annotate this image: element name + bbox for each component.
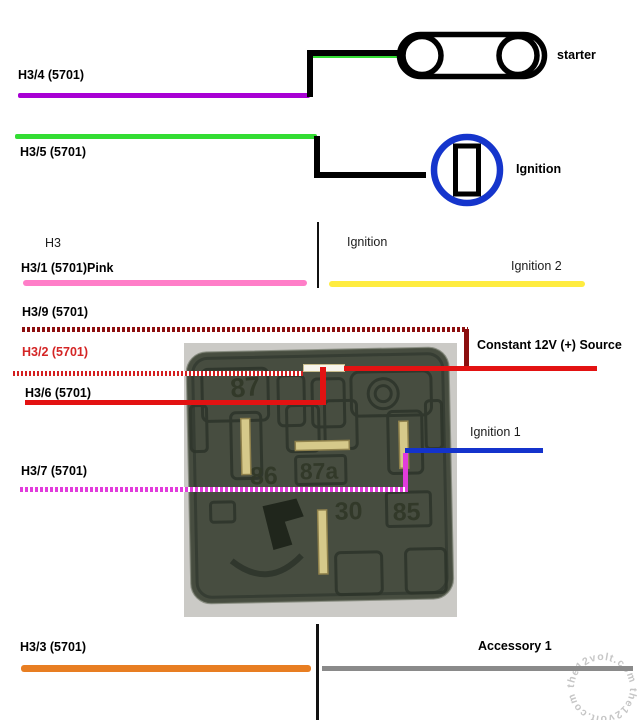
wire-h3-9-darkred-dashed bbox=[22, 327, 468, 332]
relay-body: 87 86 87a 30 85 bbox=[185, 346, 455, 605]
divider-line-bottom bbox=[316, 624, 319, 720]
relay-blade-30 bbox=[316, 509, 329, 575]
wire-h3-1-pink bbox=[23, 280, 307, 286]
wire-accessory-1-gray bbox=[322, 666, 633, 671]
wire-ignition-black-vertical bbox=[314, 136, 320, 178]
label-ignition-header: Ignition bbox=[347, 235, 388, 249]
relay-pin-label-30: 30 bbox=[334, 497, 362, 526]
watermark-text: the12volt.com the12volt.com bbox=[565, 651, 638, 720]
svg-text:the12volt.com the12volt.com: the12volt.com the12volt.com bbox=[565, 651, 639, 720]
label-accessory-1: Accessory 1 bbox=[478, 639, 552, 653]
relay-blade-87a bbox=[294, 439, 351, 452]
label-h3-2: H3/2 (5701) bbox=[22, 345, 89, 359]
wire-h3-4-purple bbox=[18, 93, 310, 98]
ignition-symbol bbox=[430, 133, 504, 207]
label-h3-3: H3/3 (5701) bbox=[20, 640, 87, 654]
divider-line-top bbox=[317, 222, 319, 288]
wire-h3-6-red bbox=[25, 400, 326, 405]
label-starter: starter bbox=[557, 48, 596, 62]
wire-h3-9-darkred-vertical bbox=[464, 329, 469, 367]
watermark-logo: the12volt.com the12volt.com bbox=[565, 651, 639, 720]
label-ignition-2: Ignition 2 bbox=[511, 259, 562, 273]
wire-h3-3-orange bbox=[21, 665, 311, 672]
wire-h3-7-magenta-vertical bbox=[403, 453, 408, 490]
wire-ignition-black-horizontal bbox=[314, 172, 426, 178]
wire-h3-5-green bbox=[15, 134, 317, 139]
wire-h3-7-magenta-dotted bbox=[20, 487, 408, 492]
label-ignition-1: Ignition 1 bbox=[470, 425, 521, 439]
relay-pin-label-87a: 87a bbox=[300, 458, 339, 485]
wire-h3-2-red-dotted bbox=[13, 371, 303, 376]
label-h3-9: H3/9 (5701) bbox=[22, 305, 89, 319]
label-h3-7: H3/7 (5701) bbox=[21, 464, 88, 478]
label-h3-6: H3/6 (5701) bbox=[25, 386, 92, 400]
relay-pin-label-87: 87 bbox=[229, 371, 262, 404]
relay-blade-86 bbox=[239, 417, 252, 476]
relay-diode-mark bbox=[262, 498, 304, 550]
wire-starter-black-horizontal bbox=[307, 50, 399, 56]
wire-starter-black-vertical bbox=[307, 50, 313, 97]
relay-pin-label-85: 85 bbox=[392, 498, 420, 527]
wire-ignition-1-blue bbox=[405, 448, 543, 453]
relay-pin-label-86: 86 bbox=[250, 462, 278, 491]
label-h3-header: H3 bbox=[45, 236, 61, 250]
label-constant-12v: Constant 12V (+) Source bbox=[477, 338, 622, 352]
wire-constant-12v-red bbox=[344, 366, 597, 371]
wire-ignition-2-yellow bbox=[329, 281, 585, 287]
wire-h3-6-red-vertical bbox=[320, 367, 326, 404]
label-h3-5: H3/5 (5701) bbox=[20, 145, 87, 159]
label-ignition-device: Ignition bbox=[516, 162, 562, 176]
wire-starter-green-underlay bbox=[311, 56, 399, 58]
label-h3-4: H3/4 (5701) bbox=[18, 68, 85, 82]
starter-symbol bbox=[396, 31, 548, 80]
label-h3-1: H3/1 (5701)Pink bbox=[21, 261, 114, 275]
